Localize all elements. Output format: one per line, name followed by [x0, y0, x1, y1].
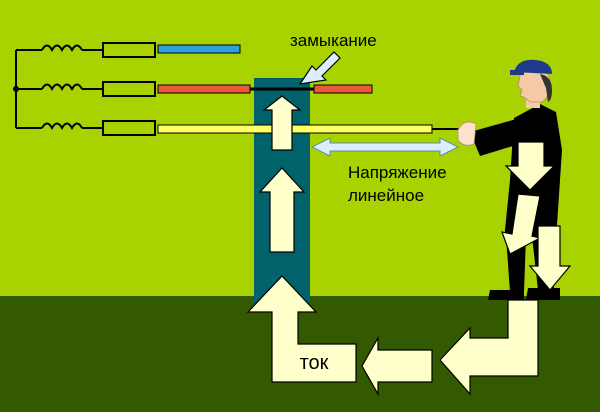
current-arrow-icon	[361, 335, 433, 397]
phase-wire-a	[157, 44, 241, 54]
current-arrow-icon	[258, 167, 306, 253]
coil-icon	[41, 83, 83, 90]
phase-wire-b-left	[157, 84, 251, 94]
current-arrow-icon	[501, 193, 542, 255]
phase-wire-c	[157, 124, 433, 134]
line-voltage-label-line2: линейное	[348, 186, 425, 205]
line-voltage-label-line1: Напряжение	[348, 163, 447, 182]
fuse-icon	[102, 81, 156, 97]
current-arrow-icon	[246, 275, 357, 383]
current-arrow-icon	[262, 95, 302, 151]
short-circuit-label: замыкание	[290, 31, 377, 50]
generator-star	[15, 49, 42, 129]
current-label: ток	[299, 352, 329, 374]
current-arrow-icon	[504, 141, 556, 191]
fuse-icon	[102, 120, 156, 136]
line-voltage-label: Напряжение линейное	[348, 161, 447, 207]
current-arrow-icon	[528, 225, 572, 291]
coil-icon	[41, 44, 83, 51]
voltage-arrow-icon	[310, 137, 460, 157]
pointer-arrow-icon	[298, 51, 341, 85]
neutral-point	[13, 86, 19, 92]
fuse-icon	[102, 42, 156, 58]
phase-wire-b-right	[313, 84, 373, 94]
coil-icon	[41, 122, 83, 129]
